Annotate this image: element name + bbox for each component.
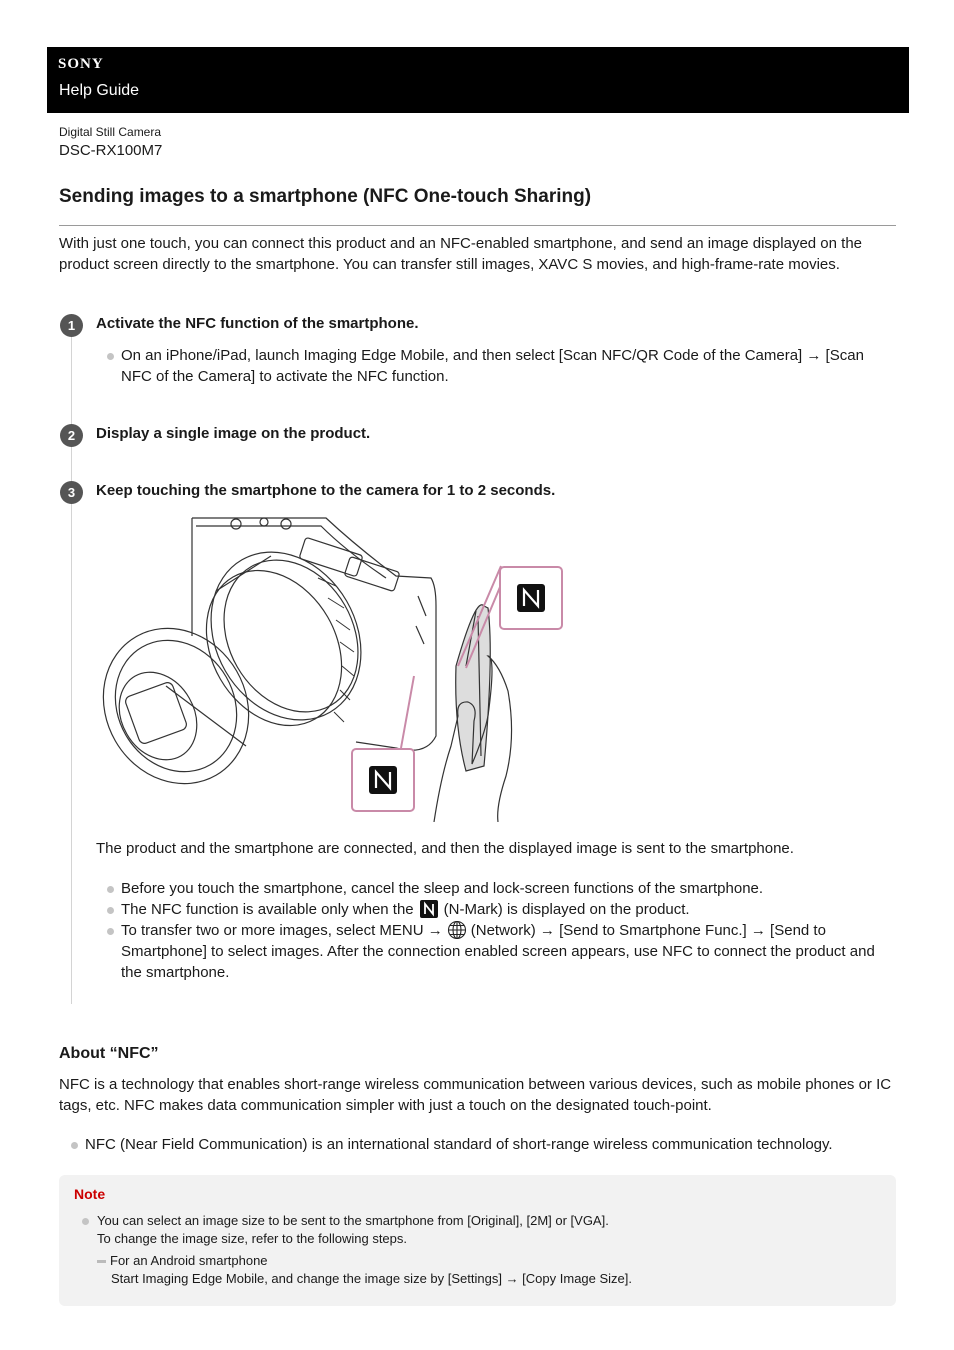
note-line-1: You can select an image size to be sent … bbox=[82, 1212, 877, 1230]
step-1-badge: 1 bbox=[60, 314, 83, 337]
step-3-bullet-3: To transfer two or more images, select M… bbox=[107, 920, 891, 983]
intro-paragraph: With just one touch, you can connect thi… bbox=[59, 235, 862, 273]
page-title: Sending images to a smartphone (NFC One-… bbox=[59, 186, 592, 207]
dash-icon bbox=[97, 1260, 106, 1264]
step-3-title: Keep touching the smartphone to the came… bbox=[96, 482, 556, 499]
product-category: Digital Still Camera bbox=[59, 125, 162, 139]
title-divider bbox=[59, 225, 896, 226]
step-1-bullet: On an iPhone/iPad, launch Imaging Edge M… bbox=[107, 345, 866, 387]
about-nfc-heading: About “NFC” bbox=[59, 1045, 159, 1062]
camera-smartphone-illustration bbox=[102, 517, 563, 822]
sony-logo: SONY bbox=[58, 56, 104, 72]
help-guide-title: Help Guide bbox=[59, 82, 140, 99]
bullet-dot-icon bbox=[107, 353, 114, 360]
bullet-dot-icon bbox=[107, 907, 114, 914]
n-mark-icon bbox=[419, 900, 438, 918]
step-connector-line bbox=[71, 330, 72, 1004]
step-3-badge: 3 bbox=[60, 481, 83, 504]
step-2-badge: 2 bbox=[60, 424, 83, 447]
step-3-bullet-2: The NFC function is available only when … bbox=[107, 899, 881, 920]
product-model: DSC-RX100M7 bbox=[59, 142, 163, 159]
step-1-title: Activate the NFC function of the smartph… bbox=[96, 315, 419, 332]
note-box: Note You can select an image size to be … bbox=[59, 1175, 896, 1306]
header-bar: SONY Help Guide bbox=[47, 47, 909, 113]
note-sub-title: For an Android smartphone bbox=[97, 1252, 877, 1270]
step-2-title: Display a single image on the product. bbox=[96, 425, 371, 442]
note-line-2: To change the image size, refer to the f… bbox=[97, 1231, 408, 1246]
about-nfc-text: NFC is a technology that enables short-r… bbox=[59, 1076, 892, 1114]
step-3-bullet-1: Before you touch the smartphone, cancel … bbox=[107, 878, 881, 899]
step-3-result: The product and the smartphone are conne… bbox=[96, 840, 794, 857]
bullet-dot-icon bbox=[71, 1142, 78, 1149]
bullet-dot-icon bbox=[107, 928, 114, 935]
globe-icon bbox=[447, 920, 466, 940]
bullet-dot-icon bbox=[107, 886, 114, 893]
note-sub-text: Start Imaging Edge Mobile, and change th… bbox=[111, 1271, 633, 1286]
bullet-dot-icon bbox=[82, 1218, 89, 1225]
note-label: Note bbox=[74, 1186, 106, 1202]
about-nfc-bullet: NFC (Near Field Communication) is an int… bbox=[71, 1134, 885, 1155]
